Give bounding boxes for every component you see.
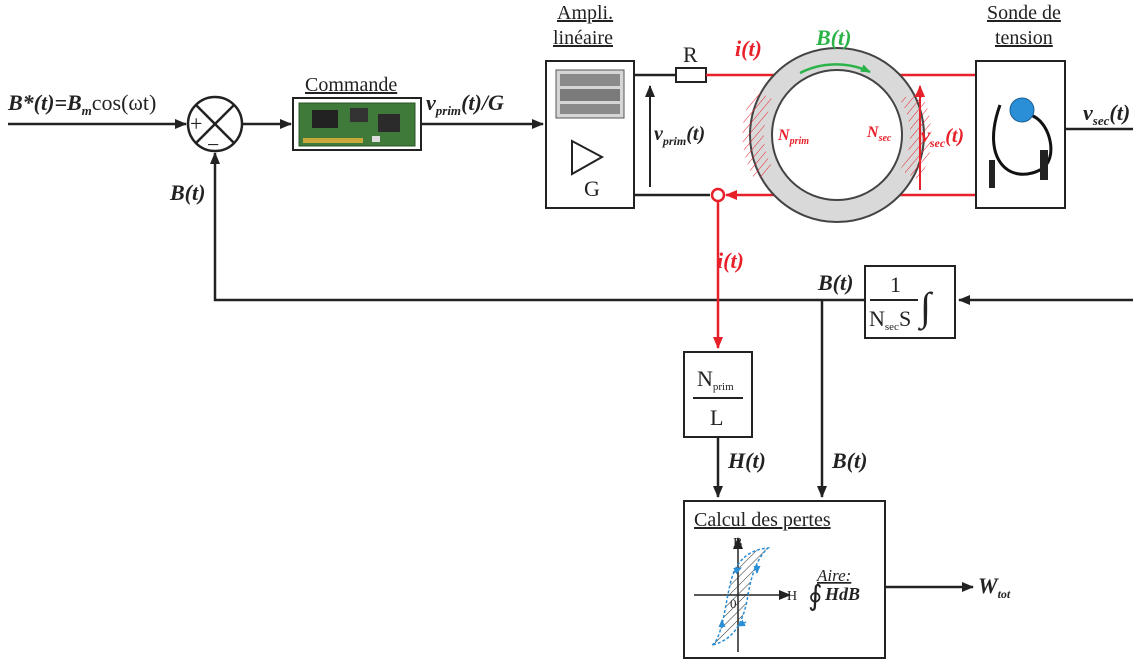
vprim-label: vprim(t) bbox=[654, 123, 705, 148]
input-signal: B*(t)=Bmcos(ωt) bbox=[7, 90, 156, 118]
b-down-label: B(t) bbox=[831, 448, 867, 473]
ampli-title-line2: linéaire bbox=[553, 27, 613, 49]
axis-h-label: H bbox=[787, 589, 797, 604]
integrator-num: 1 bbox=[890, 272, 901, 297]
summer-plus: + bbox=[190, 111, 202, 136]
amplifier-block: G bbox=[546, 61, 634, 208]
integrand-label: HdB bbox=[824, 584, 860, 604]
h-label: H(t) bbox=[727, 448, 766, 473]
gain-block: Nprim L bbox=[684, 352, 752, 437]
integrator-block: 1 NsecS ∫ bbox=[865, 266, 955, 338]
feedback-label: B(t) bbox=[169, 180, 205, 205]
output-label: Wtot bbox=[978, 573, 1011, 601]
probe-block bbox=[976, 61, 1065, 208]
current-top-label: i(t) bbox=[735, 36, 762, 61]
resistor bbox=[676, 68, 706, 82]
current-sense-node bbox=[712, 189, 724, 201]
sonde-title-line2: tension bbox=[995, 27, 1053, 49]
sonde-title-line1: Sonde de bbox=[987, 2, 1061, 24]
axis-b-label: B bbox=[733, 536, 742, 551]
commande-title: Commande bbox=[305, 74, 397, 96]
b-at-integrator-label: B(t) bbox=[817, 270, 853, 295]
current-down-label: i(t) bbox=[717, 248, 744, 273]
commande-card bbox=[293, 98, 421, 150]
svg-text:B*(t)=Bmcos(ωt): B*(t)=Bmcos(ωt) bbox=[7, 90, 156, 118]
resistor-label: R bbox=[683, 42, 698, 67]
summing-junction: + − bbox=[188, 97, 242, 157]
feedback-line bbox=[215, 153, 822, 300]
summer-minus: − bbox=[207, 132, 219, 157]
gain-den: L bbox=[710, 405, 723, 430]
vsec-out-label: vsec(t) bbox=[1083, 100, 1130, 128]
vprim-over-g-label: vprim(t)/G bbox=[426, 90, 504, 118]
losses-block: Calcul des pertes B H 0 Aire: ∮ HdB bbox=[684, 501, 885, 658]
ampli-gain: G bbox=[584, 176, 600, 201]
ampli-title-line1: Ampli. bbox=[557, 2, 613, 24]
contour-integral-icon: ∮ bbox=[808, 581, 823, 612]
vsec-label: vsec(t) bbox=[921, 125, 964, 150]
losses-title: Calcul des pertes bbox=[694, 509, 831, 531]
flux-label: B(t) bbox=[815, 25, 851, 50]
